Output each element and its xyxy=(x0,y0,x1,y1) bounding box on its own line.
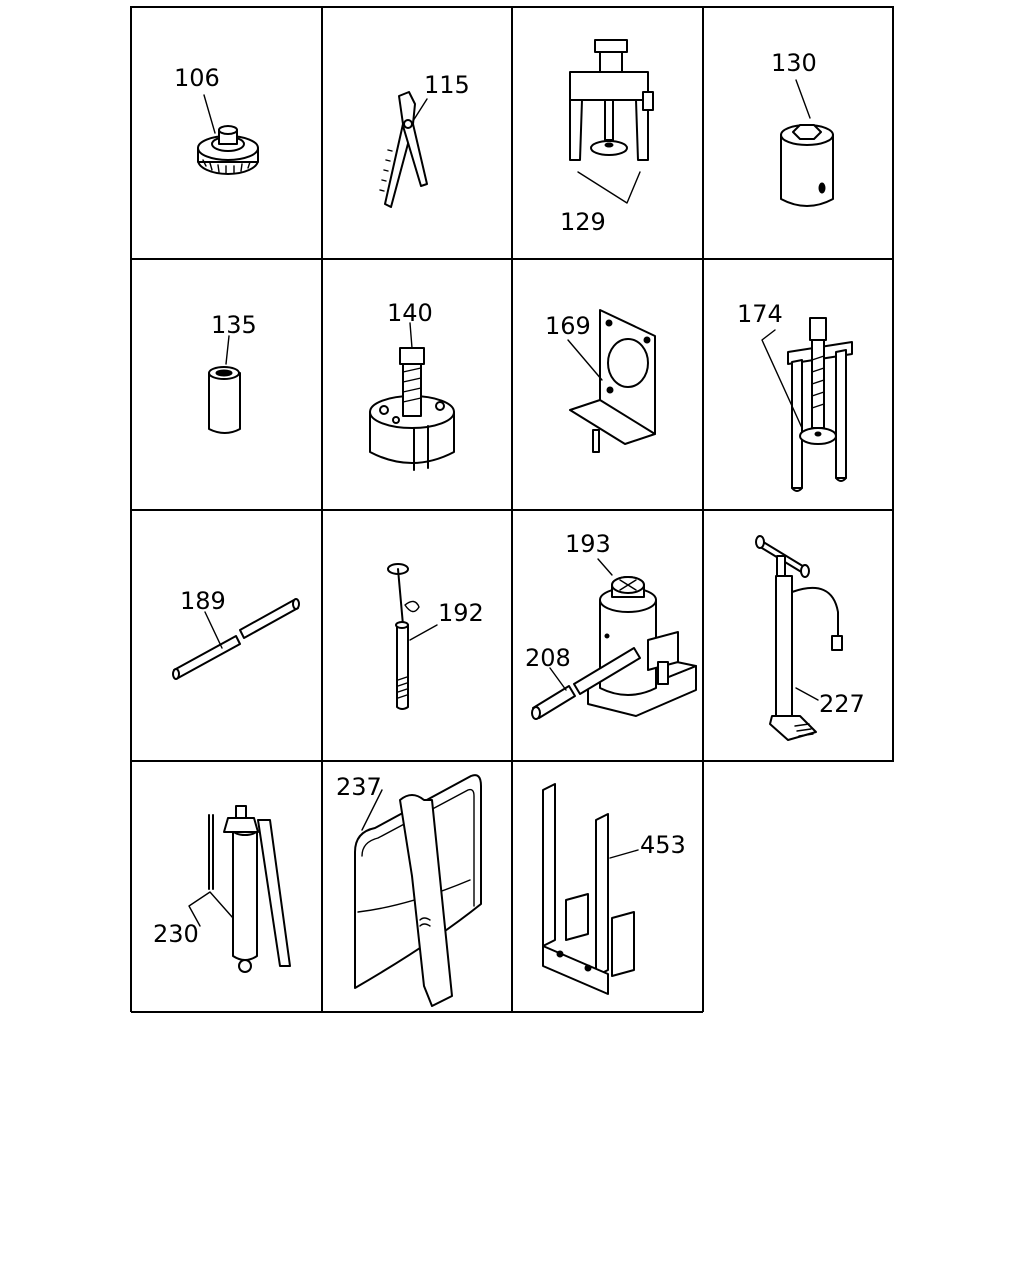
callout-237: 237 xyxy=(336,773,382,801)
hex-socket-icon xyxy=(780,79,834,207)
bearing-puller-icon xyxy=(197,94,259,175)
two-jaw-puller-icon xyxy=(761,317,853,492)
jack-handle-icon xyxy=(531,647,641,720)
callout-174: 174 xyxy=(737,300,783,328)
probe-tool-icon xyxy=(387,563,438,710)
callout-208: 208 xyxy=(525,644,571,672)
drift-bar-icon xyxy=(172,598,300,680)
callout-193: 193 xyxy=(565,530,611,558)
air-pump-icon xyxy=(755,535,843,741)
cylinder-sleeve-icon xyxy=(208,335,241,434)
callout-115: 115 xyxy=(424,71,470,99)
puller-tool-icon xyxy=(569,39,654,204)
mounting-bracket-icon xyxy=(567,309,656,453)
callout-106: 106 xyxy=(174,64,220,92)
grease-gun-icon xyxy=(188,805,291,973)
callout-130: 130 xyxy=(771,49,817,77)
callout-230: 230 xyxy=(153,920,199,948)
tool-bag-icon xyxy=(354,774,482,1007)
callout-192: 192 xyxy=(438,599,484,627)
callout-227: 227 xyxy=(819,690,865,718)
hub-puller-icon xyxy=(369,322,455,471)
bottle-jack-icon xyxy=(587,558,697,717)
callout-169: 169 xyxy=(545,312,591,340)
grid-frame xyxy=(130,6,894,1013)
callout-129: 129 xyxy=(560,208,606,236)
callout-140: 140 xyxy=(387,299,433,327)
pliers-icon xyxy=(379,91,428,208)
callout-135: 135 xyxy=(211,311,257,339)
callout-453: 453 xyxy=(640,831,686,859)
fork-holder-icon xyxy=(542,783,639,995)
callout-189: 189 xyxy=(180,587,226,615)
